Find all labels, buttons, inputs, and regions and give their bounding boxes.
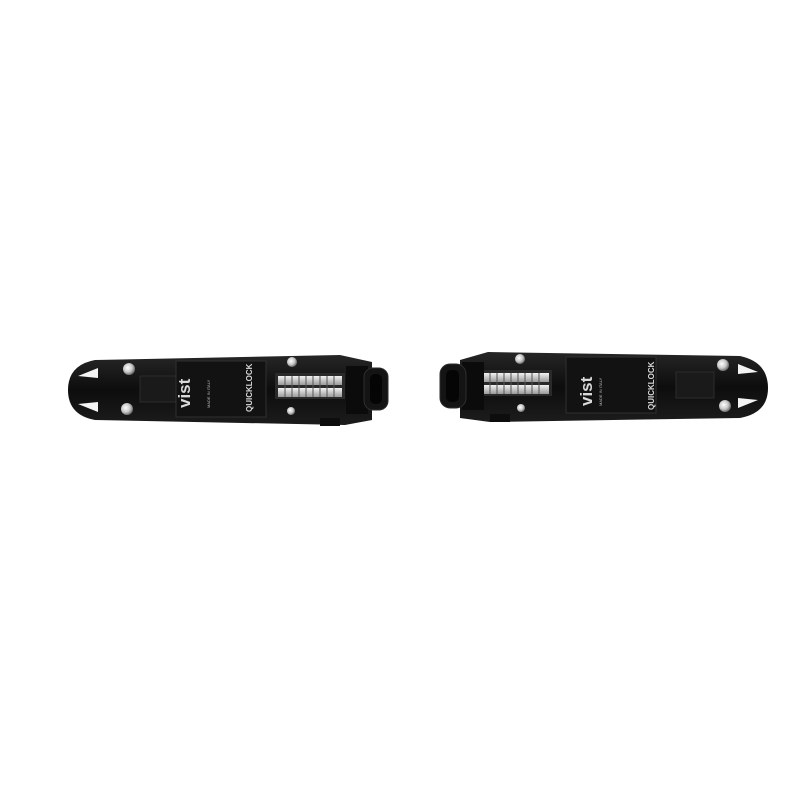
right-system-text: QUICKLOCK <box>647 361 656 410</box>
left-label-panel <box>175 360 267 418</box>
right-brand-text: vist <box>577 376 596 406</box>
left-rear-housing <box>346 366 368 414</box>
right-rear-housing <box>462 362 484 410</box>
right-rear-screw <box>517 404 525 412</box>
right-madein-text: MADE IN ITALY <box>598 377 603 406</box>
left-rear-screw <box>287 407 295 415</box>
left-slide-rail <box>139 375 177 403</box>
left-madein-text: MADE IN ITALY <box>206 379 211 408</box>
left-system-text: QUICKLOCK <box>245 363 254 412</box>
left-adjust-screw <box>287 357 297 367</box>
right-lower-tab <box>490 414 510 422</box>
right-slide-rail <box>675 371 715 399</box>
left-screw-top <box>123 363 135 375</box>
left-brand-text: vist <box>175 378 194 408</box>
right-tip-notch-bottom <box>738 398 758 408</box>
left-binding-plate: vist MADE IN ITALY QUICKLOCK <box>68 355 389 426</box>
left-lower-tab <box>320 418 340 426</box>
right-tip-notch-top <box>738 364 758 374</box>
right-screw-top <box>717 359 729 371</box>
left-screw-bottom <box>121 403 133 415</box>
right-screw-bottom <box>719 400 731 412</box>
right-tooth-rack <box>480 370 552 396</box>
left-tip-notch-top <box>78 368 98 378</box>
right-adjust-screw <box>515 354 525 364</box>
left-tip-notch-bottom <box>78 402 98 412</box>
left-tooth-rack <box>275 373 345 399</box>
right-binding-plate: vist MADE IN ITALY QUICKLOCK <box>439 352 768 422</box>
right-label-panel <box>565 356 657 414</box>
